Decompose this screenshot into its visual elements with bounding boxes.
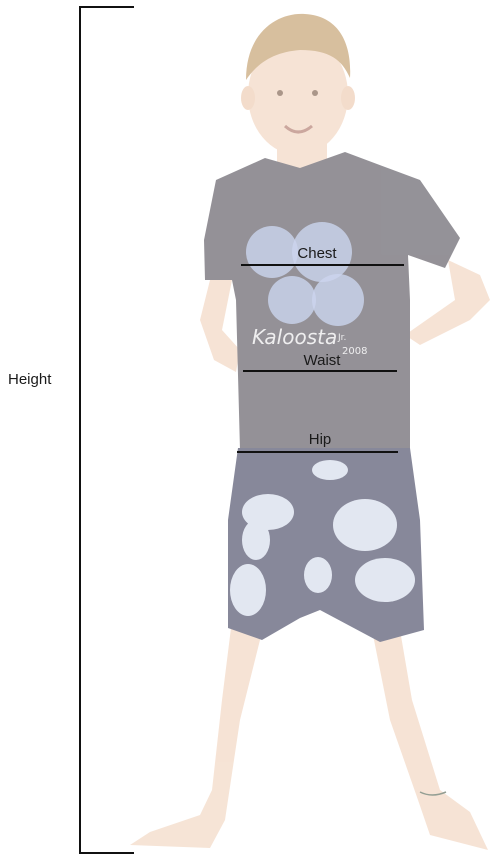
- right-leg: [372, 630, 488, 850]
- hip-label: Hip: [309, 431, 332, 448]
- shirt-graphic-circle: [246, 226, 298, 278]
- shirt-sub: Jr.: [337, 333, 346, 343]
- shirt-graphic-circle: [312, 274, 364, 326]
- left-eye: [277, 90, 283, 96]
- shirt-graphic-circle: [268, 276, 316, 324]
- height-label: Height: [8, 371, 52, 388]
- right-eye: [312, 90, 318, 96]
- shirt-year: 2008: [342, 346, 367, 357]
- left-leg: [130, 620, 262, 848]
- right-arm: [405, 260, 490, 345]
- height-bracket: [79, 7, 134, 853]
- left-ear: [241, 86, 255, 110]
- shirt-brand: Kaloosta: [252, 325, 337, 349]
- chest-label: Chest: [297, 245, 337, 262]
- right-ear: [341, 86, 355, 110]
- waist-label: Waist: [304, 352, 342, 369]
